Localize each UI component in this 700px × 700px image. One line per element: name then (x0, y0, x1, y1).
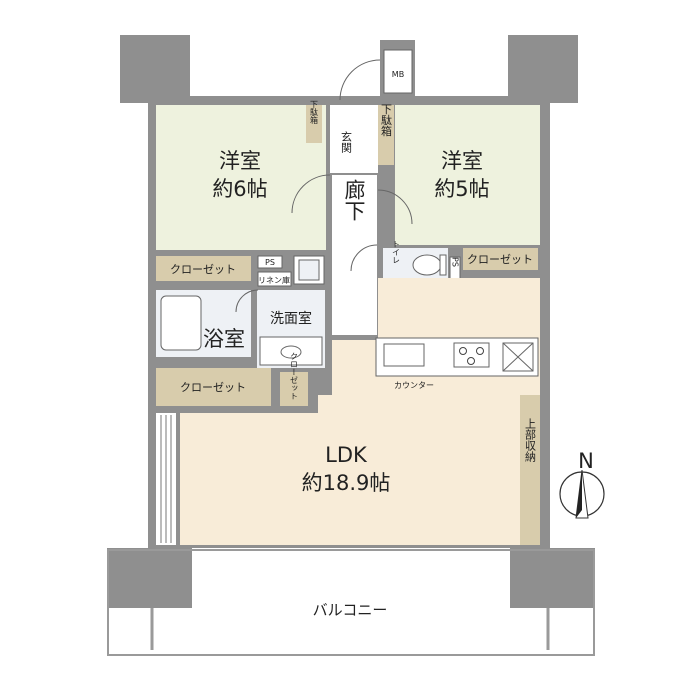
washer-inner (298, 259, 320, 281)
burner (467, 357, 475, 365)
column-bottom-left (107, 548, 192, 608)
compass-north-label: N (578, 449, 594, 473)
shoebox-large-label: 下駄箱 (380, 104, 393, 138)
entrance-floor (330, 105, 378, 173)
door-swing (350, 244, 378, 272)
closet-right-bedroom-label: クローゼット (467, 253, 533, 266)
upper-storage (520, 395, 540, 545)
bathroom-label: 浴室 (203, 327, 245, 351)
bathtub (160, 295, 202, 351)
compass-icon: N (559, 449, 605, 519)
closet-right-bedroom (463, 248, 538, 270)
toilet-tank (439, 254, 447, 276)
fridge-cross (502, 342, 534, 372)
mb-label: MB (392, 70, 404, 79)
column-top-left (120, 35, 190, 103)
balcony-outline (107, 549, 595, 656)
closet-ldk (156, 368, 271, 406)
upper-storage-label: 上部収納 (524, 418, 537, 463)
ps-left-box (257, 255, 283, 269)
western-room-right-floor (395, 105, 540, 245)
shoebox-large (378, 105, 394, 165)
shoebox-small (306, 105, 322, 143)
ps-right-label: PS (451, 257, 460, 267)
shoebox-small-label: 下駄箱 (310, 100, 319, 125)
closet-small (280, 372, 308, 406)
column-top-right (508, 35, 578, 103)
door-swing (339, 59, 381, 101)
balcony-label: バルコニー (313, 601, 388, 619)
western-room-left-name: 洋室 (219, 149, 261, 173)
toilet-label: トイレ (392, 240, 401, 264)
ldk-name: LDK (325, 443, 368, 467)
fridge-space (502, 342, 534, 372)
column-bottom-right (510, 548, 595, 608)
sink-bowl (280, 345, 302, 359)
linen-box (257, 271, 292, 287)
mb-box (383, 49, 413, 94)
corridor-label: 廊下 (342, 179, 366, 221)
western-room-right-name: 洋室 (441, 149, 483, 173)
counter-label: カウンター (394, 381, 434, 390)
closet-left-bedroom-label: クローゼット (170, 263, 236, 276)
western-room-right-size: 約5帖 (434, 177, 489, 201)
kitchen-sink (383, 343, 425, 367)
burner (459, 347, 467, 355)
toilet-bowl (412, 254, 442, 276)
western-room-left-floor (156, 105, 326, 250)
door-swing (377, 189, 413, 225)
door-swing (235, 289, 259, 313)
sink-counter (259, 336, 323, 366)
closet-left-bedroom (156, 256, 251, 281)
stove (453, 342, 490, 368)
door-swing (291, 174, 331, 214)
closet-small-label: クローゼット (290, 352, 299, 400)
western-room-left-size: 約6帖 (212, 177, 267, 201)
ps-left-label: PS (265, 258, 275, 267)
corridor-floor (332, 175, 377, 335)
linen-label: リネン庫 (258, 275, 290, 285)
ldk-size: 約18.9帖 (302, 471, 391, 495)
washroom-label: 洗面室 (270, 310, 312, 327)
burner (476, 347, 484, 355)
entrance-label: 玄関 (340, 130, 353, 153)
closet-ldk-label: クローゼット (180, 381, 246, 394)
